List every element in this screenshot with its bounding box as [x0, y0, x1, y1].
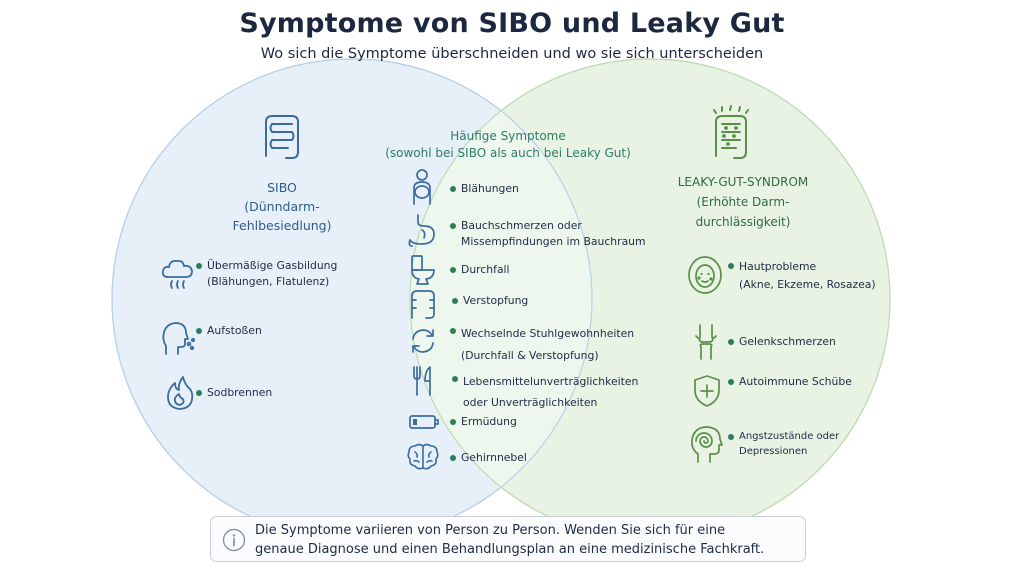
common-symptom-alternating-bowel: Wechselnde Stuhlgewohnheiten(Durchfall &… [450, 323, 634, 367]
common-symptom-brain-fog: Gehirnnebel [450, 450, 527, 466]
face-skin-icon [686, 254, 724, 296]
info-icon [222, 528, 246, 552]
shield-icon [692, 374, 722, 408]
page-title: Symptome von SIBO und Leaky Gut [239, 8, 785, 39]
common-symptom-constipation: Verstopfung [452, 293, 528, 309]
fork-knife-icon [410, 365, 436, 397]
gas-cloud-icon [160, 255, 196, 291]
page-subtitle: Wo sich die Symptome überschneiden und w… [260, 46, 764, 62]
leaky-symptom-joint-pain: Gelenkschmerzen [728, 334, 836, 350]
brain-icon [406, 442, 440, 472]
sibo-title: SIBO (Dünndarm- Fehlbesiedlung) [232, 180, 332, 233]
common-symptom-bloating: Blähungen [450, 181, 519, 197]
leaky-symptom-autoimmune: Autoimmune Schübe [728, 374, 852, 390]
cycle-arrows-icon [408, 326, 438, 356]
leaky-intestine-icon [706, 104, 756, 162]
sibo-symptom-heartburn: Sodbrennen [196, 385, 272, 401]
overlap-region [410, 59, 592, 539]
toilet-icon [408, 254, 438, 286]
common-symptom-diarrhea: Durchfall [450, 262, 510, 278]
colon-icon [406, 288, 440, 320]
leaky-symptom-skin: Hautprobleme(Akne, Ekzeme, Rosazea) [728, 258, 876, 294]
intestine-icon [258, 112, 306, 162]
leaky-gut-title: LEAKY-GUT-SYNDROM (Erhöhte Darm- durchlä… [677, 175, 809, 229]
disclaimer-note: Die Symptome variieren von Person zu Per… [210, 516, 806, 562]
burping-face-icon [160, 320, 196, 358]
common-title: Häufige Symptome (sowohl bei SIBO als au… [385, 129, 631, 160]
stomach-icon [404, 212, 440, 248]
anxious-head-icon [688, 424, 726, 464]
bloated-person-icon [406, 168, 438, 206]
low-battery-icon [408, 413, 440, 431]
disclaimer-text: Die Symptome variieren von Person zu Per… [255, 523, 765, 557]
flame-icon [164, 375, 196, 411]
sibo-symptom-gas: Übermäßige Gasbildung(Blähungen, Flatule… [196, 258, 337, 290]
common-symptom-fatigue: Ermüdung [450, 414, 517, 430]
knee-joint-icon [694, 323, 718, 361]
sibo-symptom-burping: Aufstoßen [196, 323, 262, 339]
